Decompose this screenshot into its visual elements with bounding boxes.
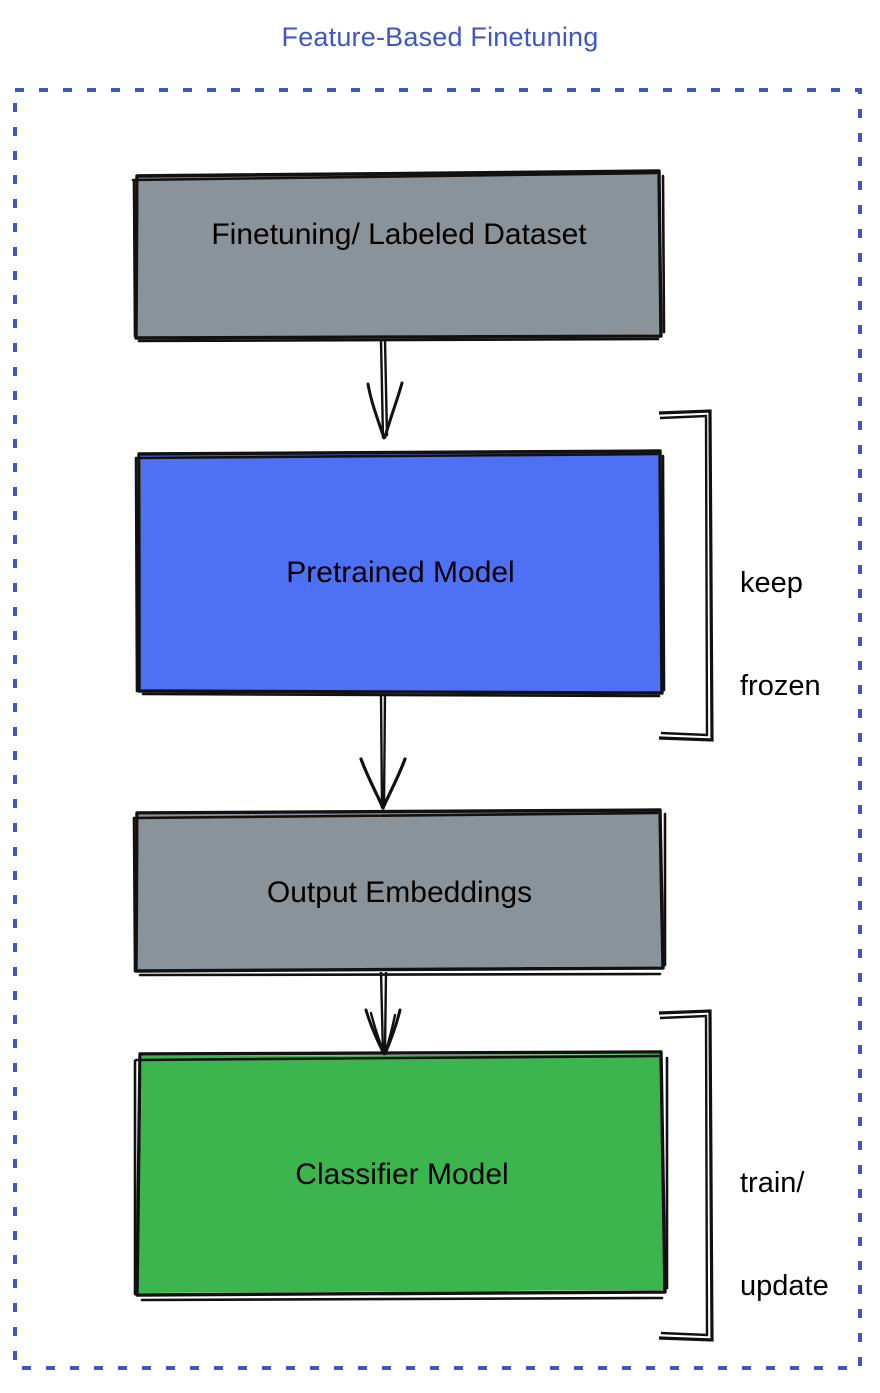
annotation-train-update: train/ update [740,1098,829,1372]
annotation-train-update-line2: update [740,1270,829,1303]
node-embeddings-label: Output Embeddings [266,876,533,909]
diagram-frame [13,88,862,1370]
node-dataset-shape [137,170,661,337]
node-dataset-outline-sketch [131,171,666,343]
annotation-train-update-line1: train/ [740,1167,805,1200]
bracket-keep-frozen [658,409,714,742]
node-classifier-shape [138,1054,664,1293]
node-classifier-outline [135,1050,667,1297]
node-pretrained-outline [137,449,664,695]
node-dataset-outline [134,169,663,340]
node-pretrained[interactable] [134,449,666,698]
edge-pretrained-embeddings [359,693,407,810]
node-pretrained-shape [140,452,661,692]
node-pretrained-outline-sketch [134,452,666,698]
node-embeddings-outline [134,808,665,973]
node-dataset-label: Finetuning/ Labeled Dataset [211,218,587,251]
node-classifier[interactable] [133,1050,669,1302]
node-classifier-outline-sketch [133,1054,669,1302]
edge-dataset-pretrained [366,339,404,440]
annotation-keep-frozen-line2: frozen [740,670,821,703]
node-embeddings[interactable] [132,808,667,977]
edge-embeddings-classifier [364,971,402,1056]
annotation-keep-frozen-line1: keep [740,567,803,600]
diagram-title: Feature-Based Finetuning [281,22,599,52]
node-embeddings-shape [137,811,662,970]
node-embeddings-outline-sketch [132,811,667,977]
node-pretrained-label: Pretrained Model [286,556,515,589]
annotation-keep-frozen: keep frozen [740,498,821,772]
bracket-train-update [658,1009,714,1342]
node-dataset[interactable] [131,169,666,343]
node-classifier-label: Classifier Model [295,1158,509,1191]
